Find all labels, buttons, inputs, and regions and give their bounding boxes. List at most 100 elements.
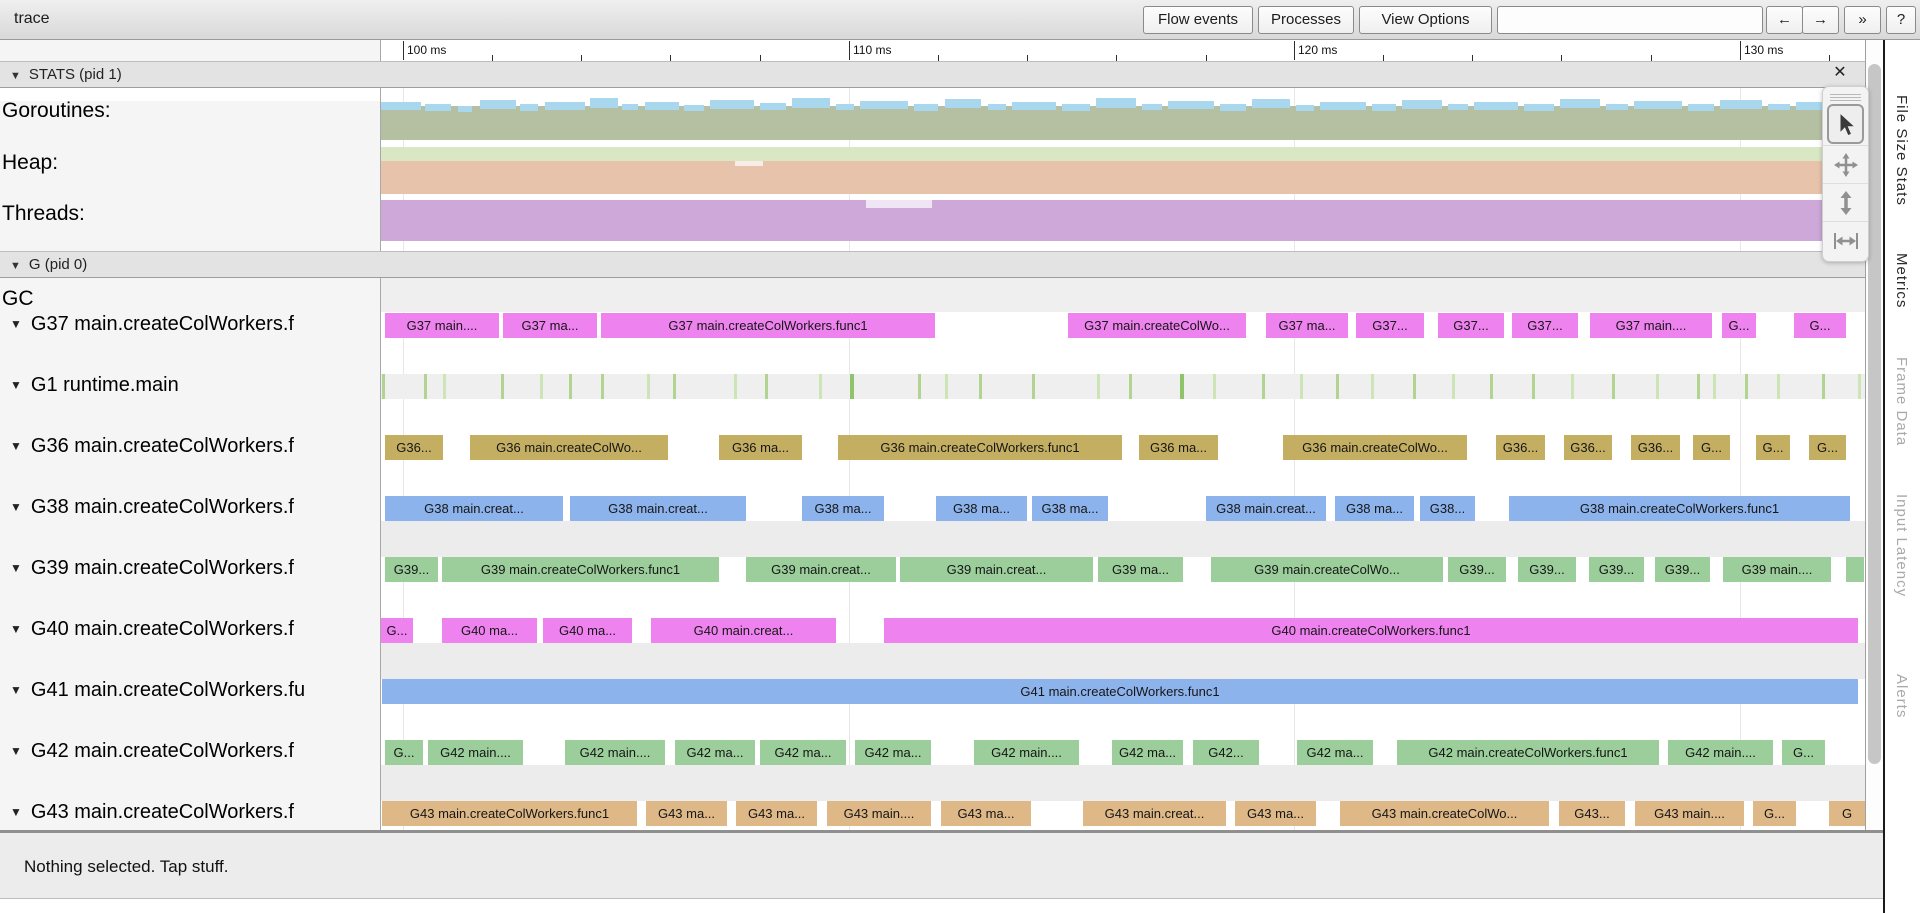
trace-event-tick[interactable] — [1612, 374, 1615, 399]
sidebar-tab-alerts[interactable]: Alerts — [1893, 674, 1910, 719]
trace-event-tick[interactable] — [1822, 374, 1825, 399]
heap-allocated-track[interactable] — [381, 147, 1865, 161]
trace-slice[interactable]: G38 ma... — [936, 496, 1027, 521]
trace-slice[interactable]: G37 main.... — [385, 313, 499, 338]
trace-slice[interactable]: G... — [1782, 740, 1825, 765]
trace-slice[interactable]: G36 main.createColWorkers.func1 — [838, 435, 1122, 460]
track-label-g38[interactable]: ▼G38 main.createColWorkers.f — [0, 496, 378, 523]
trace-slice[interactable]: G43 main.... — [827, 801, 931, 826]
trace-slice[interactable]: G43 main.creat... — [1083, 801, 1226, 826]
trace-slice[interactable]: G39... — [1655, 557, 1710, 582]
trace-event-tick[interactable] — [1413, 374, 1416, 399]
collapse-icon[interactable]: ▼ — [10, 805, 22, 819]
trace-slice[interactable]: G40 ma... — [543, 618, 632, 643]
trace-event-tick[interactable] — [443, 374, 446, 399]
trace-event-tick[interactable] — [1745, 374, 1748, 399]
trace-event-tick[interactable] — [1032, 374, 1035, 399]
toolbar-button-processes[interactable]: Processes — [1258, 6, 1354, 34]
trace-slice[interactable]: G42 ma... — [1297, 740, 1373, 765]
trace-slice[interactable]: G36... — [385, 435, 443, 460]
trace-event-tick[interactable] — [1713, 374, 1716, 399]
trace-slice[interactable]: G36 ma... — [719, 435, 802, 460]
trace-event-tick[interactable] — [1336, 374, 1339, 399]
trace-slice[interactable]: G38 ma... — [1032, 496, 1108, 521]
vertical-scrollbar[interactable] — [1866, 40, 1883, 830]
trace-slice[interactable]: G39 main.creat... — [746, 557, 896, 582]
trace-slice[interactable]: G40 ma... — [442, 618, 537, 643]
trace-event-tick[interactable] — [1371, 374, 1374, 399]
trace-event-tick[interactable] — [1490, 374, 1493, 399]
trace-event-tick[interactable] — [819, 374, 822, 399]
trace-event-tick[interactable] — [979, 374, 982, 399]
trace-event-tick[interactable] — [850, 374, 854, 399]
trace-event-tick[interactable] — [945, 374, 948, 399]
trace-slice[interactable]: G36... — [1564, 435, 1612, 460]
trace-event-tick[interactable] — [647, 374, 650, 399]
collapse-icon[interactable]: ▼ — [10, 317, 22, 331]
trace-event-tick[interactable] — [569, 374, 572, 399]
trace-slice[interactable]: G43 main.... — [1635, 801, 1744, 826]
trace-slice[interactable]: G43 ma... — [736, 801, 817, 826]
trace-event-tick[interactable] — [424, 374, 427, 399]
trace-slice[interactable]: G39... — [1448, 557, 1506, 582]
trace-event-tick[interactable] — [540, 374, 543, 399]
trace-slice[interactable]: G41 main.createColWorkers.func1 — [382, 679, 1858, 704]
heap-nextgc-track[interactable] — [381, 161, 1865, 194]
trace-event-tick[interactable] — [601, 374, 604, 399]
trace-event-tick[interactable] — [1452, 374, 1455, 399]
trace-slice[interactable] — [1846, 557, 1864, 582]
trace-slice[interactable]: G38 main.creat... — [1206, 496, 1326, 521]
trace-slice[interactable]: G42 main.... — [974, 740, 1079, 765]
track-label-g39[interactable]: ▼G39 main.createColWorkers.f — [0, 557, 378, 584]
track-label-g36[interactable]: ▼G36 main.createColWorkers.f — [0, 435, 378, 462]
trace-event-tick[interactable] — [382, 374, 385, 399]
trace-event-tick[interactable] — [1777, 374, 1780, 399]
trace-slice[interactable]: G42 main.... — [565, 740, 665, 765]
trace-slice[interactable]: G... — [381, 618, 413, 643]
collapse-icon[interactable]: ▼ — [10, 561, 22, 575]
trace-slice[interactable]: G39... — [1589, 557, 1644, 582]
trace-slice[interactable]: G36... — [1496, 435, 1545, 460]
trace-slice[interactable]: G42 ma... — [675, 740, 755, 765]
trace-slice[interactable]: G... — [1809, 435, 1846, 460]
column-divider[interactable] — [380, 40, 381, 830]
goroutines-counter-track[interactable] — [381, 94, 1865, 141]
trace-event-tick[interactable] — [1532, 374, 1535, 399]
close-icon[interactable]: ✕ — [1833, 64, 1847, 81]
trace-slice[interactable]: G... — [1722, 313, 1756, 338]
trace-slice[interactable]: G38 main.creat... — [570, 496, 746, 521]
trace-slice[interactable]: G38 ma... — [1335, 496, 1414, 521]
trace-slice[interactable]: G39... — [385, 557, 438, 582]
collapse-icon[interactable]: ▼ — [10, 500, 22, 514]
trace-slice[interactable]: G42 main.... — [428, 740, 523, 765]
trace-slice[interactable]: G37 ma... — [503, 313, 597, 338]
trace-event-tick[interactable] — [1571, 374, 1574, 399]
trace-event-tick[interactable] — [1097, 374, 1100, 399]
trace-event-tick[interactable] — [1262, 374, 1265, 399]
trace-slice[interactable]: G39 main.createColWorkers.func1 — [442, 557, 719, 582]
scrollbar-thumb[interactable] — [1868, 64, 1881, 764]
drag-handle-icon[interactable] — [1830, 92, 1861, 101]
trace-event-tick[interactable] — [1858, 374, 1861, 399]
trace-slice[interactable]: G42 main.createColWorkers.func1 — [1397, 740, 1659, 765]
forward-button[interactable]: → — [1802, 6, 1839, 34]
trace-slice[interactable]: G... — [1693, 435, 1730, 460]
trace-slice[interactable]: G37... — [1438, 313, 1504, 338]
trace-slice[interactable]: G43 main.createColWorkers.func1 — [382, 801, 637, 826]
collapse-icon[interactable]: ▼ — [10, 622, 22, 636]
trace-slice[interactable]: G36 main.createColWo... — [1283, 435, 1467, 460]
pan-tool[interactable] — [1823, 145, 1868, 183]
trace-slice[interactable]: G37 main.... — [1590, 313, 1712, 338]
toolbar-button-view-options[interactable]: View Options — [1359, 6, 1492, 34]
track-label-g40[interactable]: ▼G40 main.createColWorkers.f — [0, 618, 378, 645]
trace-slice[interactable]: G39 main.createColWo... — [1211, 557, 1443, 582]
trace-event-tick[interactable] — [673, 374, 676, 399]
collapse-icon[interactable]: ▼ — [10, 439, 22, 453]
trace-slice[interactable]: G39... — [1518, 557, 1576, 582]
trace-slice[interactable]: G40 main.createColWorkers.func1 — [884, 618, 1858, 643]
track-label-g37[interactable]: ▼G37 main.createColWorkers.f — [0, 313, 378, 340]
collapse-icon[interactable]: ▼ — [10, 378, 22, 392]
sidebar-tab-metrics[interactable]: Metrics — [1893, 253, 1910, 309]
trace-slice[interactable]: G43 ma... — [646, 801, 727, 826]
